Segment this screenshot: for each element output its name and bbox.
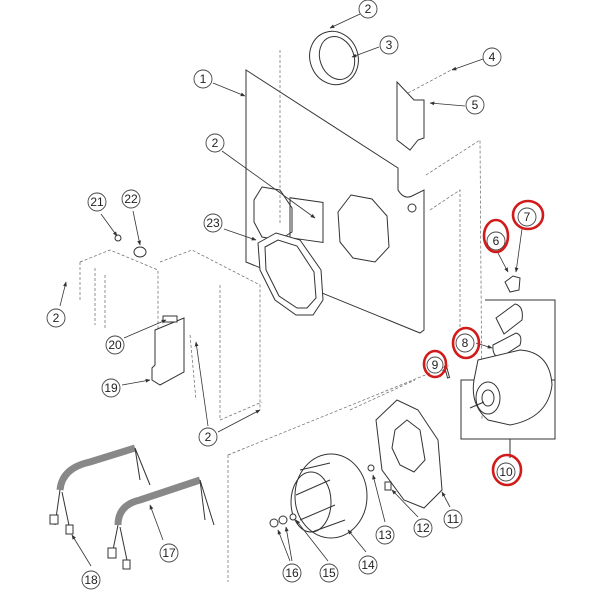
switch [114,234,122,242]
motor-assembly [443,275,556,458]
lock-washer [278,515,288,525]
svg-text:14: 14 [361,558,375,572]
callout-4[interactable]: 4 [482,47,502,67]
callout-2-bottom[interactable]: 2 [198,427,218,447]
svg-text:8: 8 [462,336,469,350]
svg-text:2: 2 [205,430,212,444]
callout-21[interactable]: 21 [87,192,107,212]
svg-text:15: 15 [322,566,336,580]
callout-15[interactable]: 15 [319,563,339,583]
callout-22[interactable]: 22 [121,189,141,209]
svg-text:10: 10 [499,465,513,479]
svg-text:16: 16 [285,566,299,580]
svg-text:23: 23 [206,216,220,230]
callout-9[interactable]: 9 [422,349,448,379]
svg-text:19: 19 [104,381,118,395]
svg-text:20: 20 [108,338,122,352]
svg-text:2: 2 [53,311,60,325]
callout-20[interactable]: 20 [105,335,125,355]
callout-18[interactable]: 18 [81,570,101,590]
washer [367,464,375,472]
callout-13[interactable]: 13 [375,525,395,545]
callout-1[interactable]: 1 [193,69,213,89]
callout-8[interactable]: 8 [451,326,481,360]
callout-7[interactable]: 7 [511,199,545,231]
callout-23[interactable]: 23 [203,213,223,233]
bolt [384,481,392,491]
wire-harness-17 [107,476,215,570]
blower-ring [309,30,359,86]
svg-text:2: 2 [365,2,372,16]
svg-text:13: 13 [378,528,392,542]
callout-17[interactable]: 17 [159,543,179,563]
octagon-gasket [257,232,324,316]
svg-text:3: 3 [386,38,393,52]
callout-5[interactable]: 5 [465,95,485,115]
svg-text:5: 5 [472,98,479,112]
sensor [133,246,147,258]
svg-text:18: 18 [84,573,98,587]
callout-3[interactable]: 3 [379,35,399,55]
callout-16[interactable]: 16 [282,563,302,583]
svg-text:9: 9 [432,358,439,372]
callout-11[interactable]: 11 [443,509,463,529]
svg-text:17: 17 [162,546,176,560]
motor-mounting-plate [227,364,451,582]
svg-text:12: 12 [416,521,430,535]
wire-harness-18 [49,444,151,535]
nut [269,518,279,528]
callout-19[interactable]: 19 [101,378,121,398]
svg-text:7: 7 [524,210,531,224]
callout-2-mid[interactable]: 2 [205,133,225,153]
svg-text:2: 2 [212,136,219,150]
svg-text:1: 1 [200,72,207,86]
svg-text:11: 11 [447,512,460,526]
left-frame [79,249,263,421]
svg-text:22: 22 [124,192,138,206]
callout-14[interactable]: 14 [358,555,378,575]
callout-2-top[interactable]: 2 [358,0,378,19]
svg-text:21: 21 [90,195,104,209]
callout-12[interactable]: 12 [413,518,433,538]
svg-text:4: 4 [489,50,496,64]
callout-6[interactable]: 6 [482,218,510,254]
flat-washer [289,513,297,521]
bracket [396,80,425,151]
callout-10[interactable]: 10 [491,453,523,487]
callouts: 1 2 2 2 2 3 4 5 6 7 8 9 10 11 12 13 14 1… [46,0,545,590]
svg-text:6: 6 [493,234,500,248]
blower-wheel [290,453,368,539]
callout-2-left[interactable]: 2 [46,308,66,328]
